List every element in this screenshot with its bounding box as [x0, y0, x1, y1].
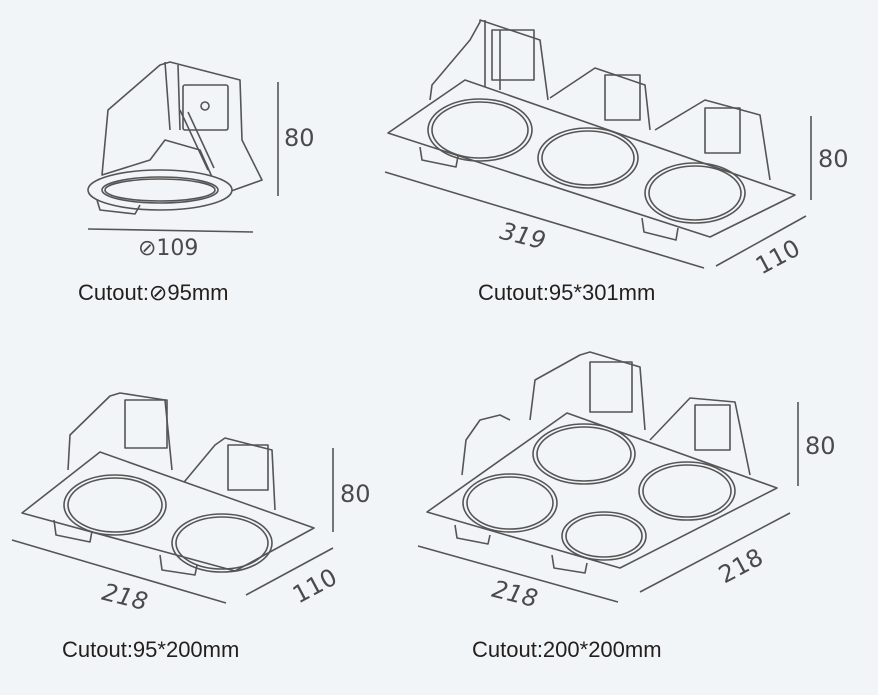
single-round-diameter-label: ⊘109	[138, 236, 199, 261]
double-square-height-label: 80	[340, 480, 371, 508]
quad-square-cutout-label: Cutout:200*200mm	[472, 637, 662, 662]
single-round-drawing	[87, 61, 279, 233]
triple-square-drawing	[384, 19, 812, 269]
triple-square-cutout-label: Cutout:95*301mm	[478, 280, 656, 305]
triple-square-height-label: 80	[818, 145, 849, 173]
quad-square-height-label: 80	[805, 432, 836, 460]
double-square-cutout-label: Cutout:95*200mm	[62, 637, 240, 662]
single-round-cutout-label: Cutout:⊘95mm	[78, 280, 229, 305]
double-square-drawing	[11, 392, 334, 604]
single-round-height-label: 80	[284, 124, 315, 152]
quad-square-drawing	[417, 351, 799, 603]
